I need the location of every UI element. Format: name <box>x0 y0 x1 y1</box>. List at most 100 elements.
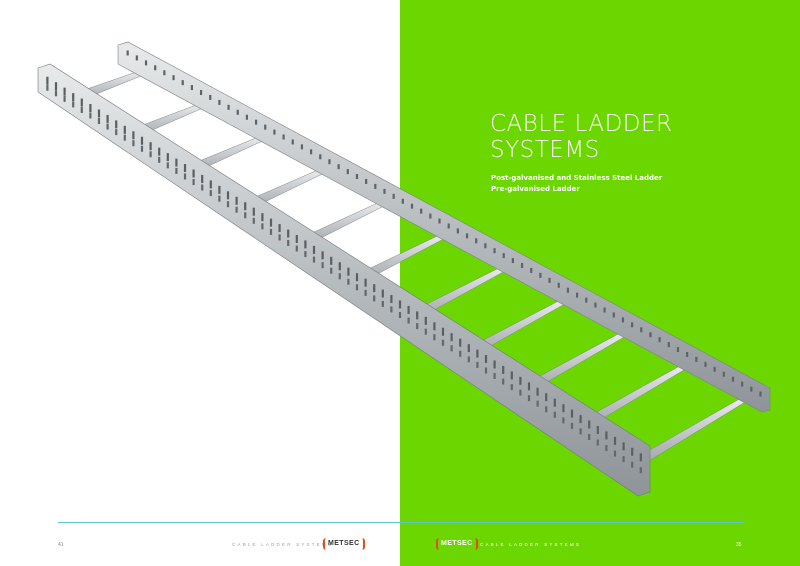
ladder-back-rail <box>117 41 771 413</box>
rail-slot <box>373 284 376 293</box>
rail-slot <box>467 344 470 353</box>
rail-slot <box>519 389 522 396</box>
rail-slot <box>123 125 126 134</box>
rail-slot <box>484 367 488 374</box>
title-line: CABLE LADDER <box>490 111 673 137</box>
rail-slot <box>347 267 350 276</box>
rail-slot <box>475 238 478 244</box>
rail-slot <box>441 327 445 336</box>
rail-slot <box>236 109 239 115</box>
rail-slot <box>373 295 376 302</box>
rail-slot <box>553 398 556 407</box>
rail-slot <box>126 50 129 56</box>
rail-slot <box>398 300 402 309</box>
rail-slot <box>502 365 505 374</box>
rail-slot <box>218 195 221 202</box>
rail-slot <box>713 366 716 372</box>
rail-slot <box>441 339 445 346</box>
rail-slot <box>321 251 324 260</box>
rail-slot <box>424 328 427 335</box>
subtitle-line: Pre-galvanised Ladder <box>491 185 580 193</box>
rail-slot <box>54 82 58 91</box>
rail-slot <box>493 248 496 254</box>
rail-slot <box>605 431 608 440</box>
rail-slot <box>209 180 212 189</box>
rail-slot <box>545 393 548 402</box>
rail-slot <box>459 350 462 357</box>
rail-slot <box>264 124 267 130</box>
rail-slot <box>527 382 531 391</box>
rail-slot <box>649 332 652 338</box>
rail-slot <box>612 312 615 318</box>
rail-slot <box>621 317 625 323</box>
rail-slot <box>135 55 138 61</box>
rail-slot <box>631 461 634 468</box>
rail-slot <box>252 217 255 224</box>
rail-slot <box>750 386 753 392</box>
rail-slot <box>149 142 152 151</box>
rail-slot <box>502 378 505 385</box>
rail-slot <box>63 95 66 102</box>
rail-slot <box>252 207 255 216</box>
rail-slot <box>163 70 166 76</box>
rail-slot <box>398 312 402 319</box>
rail-slot <box>295 234 298 243</box>
rail-slot <box>639 467 642 474</box>
rail-slot <box>183 164 187 173</box>
rail-slot <box>192 179 195 185</box>
rail-slot <box>209 94 212 100</box>
metsec-logo: METSEC <box>436 538 478 550</box>
rail-slot <box>530 267 533 273</box>
rail-slot <box>140 136 144 145</box>
rail-slot <box>511 258 514 264</box>
rail-slot <box>588 433 591 440</box>
title-line: SYSTEMS <box>490 137 600 163</box>
rail-slot <box>218 185 221 194</box>
rail-slot <box>338 273 341 280</box>
rail-slot <box>695 356 698 362</box>
rail-slot <box>190 85 193 91</box>
rail-slot <box>319 154 322 160</box>
rail-slot <box>337 164 340 170</box>
rail-slot <box>456 228 459 234</box>
rail-slot <box>450 333 453 342</box>
rail-slot <box>201 184 204 191</box>
rail-slot <box>731 376 735 382</box>
rail-slot <box>667 342 670 348</box>
rail-slot <box>166 153 169 162</box>
footer-divider <box>58 522 744 523</box>
rail-slot <box>287 229 290 238</box>
rail-slot <box>54 90 58 97</box>
rail-slot <box>89 104 92 113</box>
rail-slot <box>570 422 574 429</box>
rail-slot <box>686 351 689 357</box>
rail-slot <box>72 101 75 108</box>
rail-slot <box>355 273 359 282</box>
rail-slot <box>447 223 450 229</box>
rail-slot <box>347 278 350 285</box>
rail-slot <box>295 245 298 252</box>
rail-slot <box>199 90 203 96</box>
rail-slot <box>278 224 281 233</box>
rail-slot <box>631 447 634 456</box>
rail-slot <box>631 322 634 328</box>
rail-slot <box>97 118 101 125</box>
rail-slot <box>364 278 367 287</box>
rail-slot <box>132 140 135 147</box>
rail-slot <box>639 453 642 462</box>
rail-slot <box>640 327 643 333</box>
rail-slot <box>346 169 349 175</box>
rail-slot <box>374 183 377 189</box>
rail-slot <box>72 93 75 102</box>
rail-slot <box>149 151 152 158</box>
rail-slot <box>613 436 617 445</box>
rail-slot <box>312 256 316 263</box>
rail-slot <box>269 218 273 227</box>
rail-slot <box>244 202 247 211</box>
rail-slot <box>80 98 83 107</box>
left-footer-text: CABLE LADDER SYSTEMS <box>232 542 334 547</box>
rail-slot <box>575 292 579 298</box>
rail-slot <box>390 306 393 313</box>
right-footer-text: CABLE LADDER SYSTEMS <box>480 542 582 547</box>
